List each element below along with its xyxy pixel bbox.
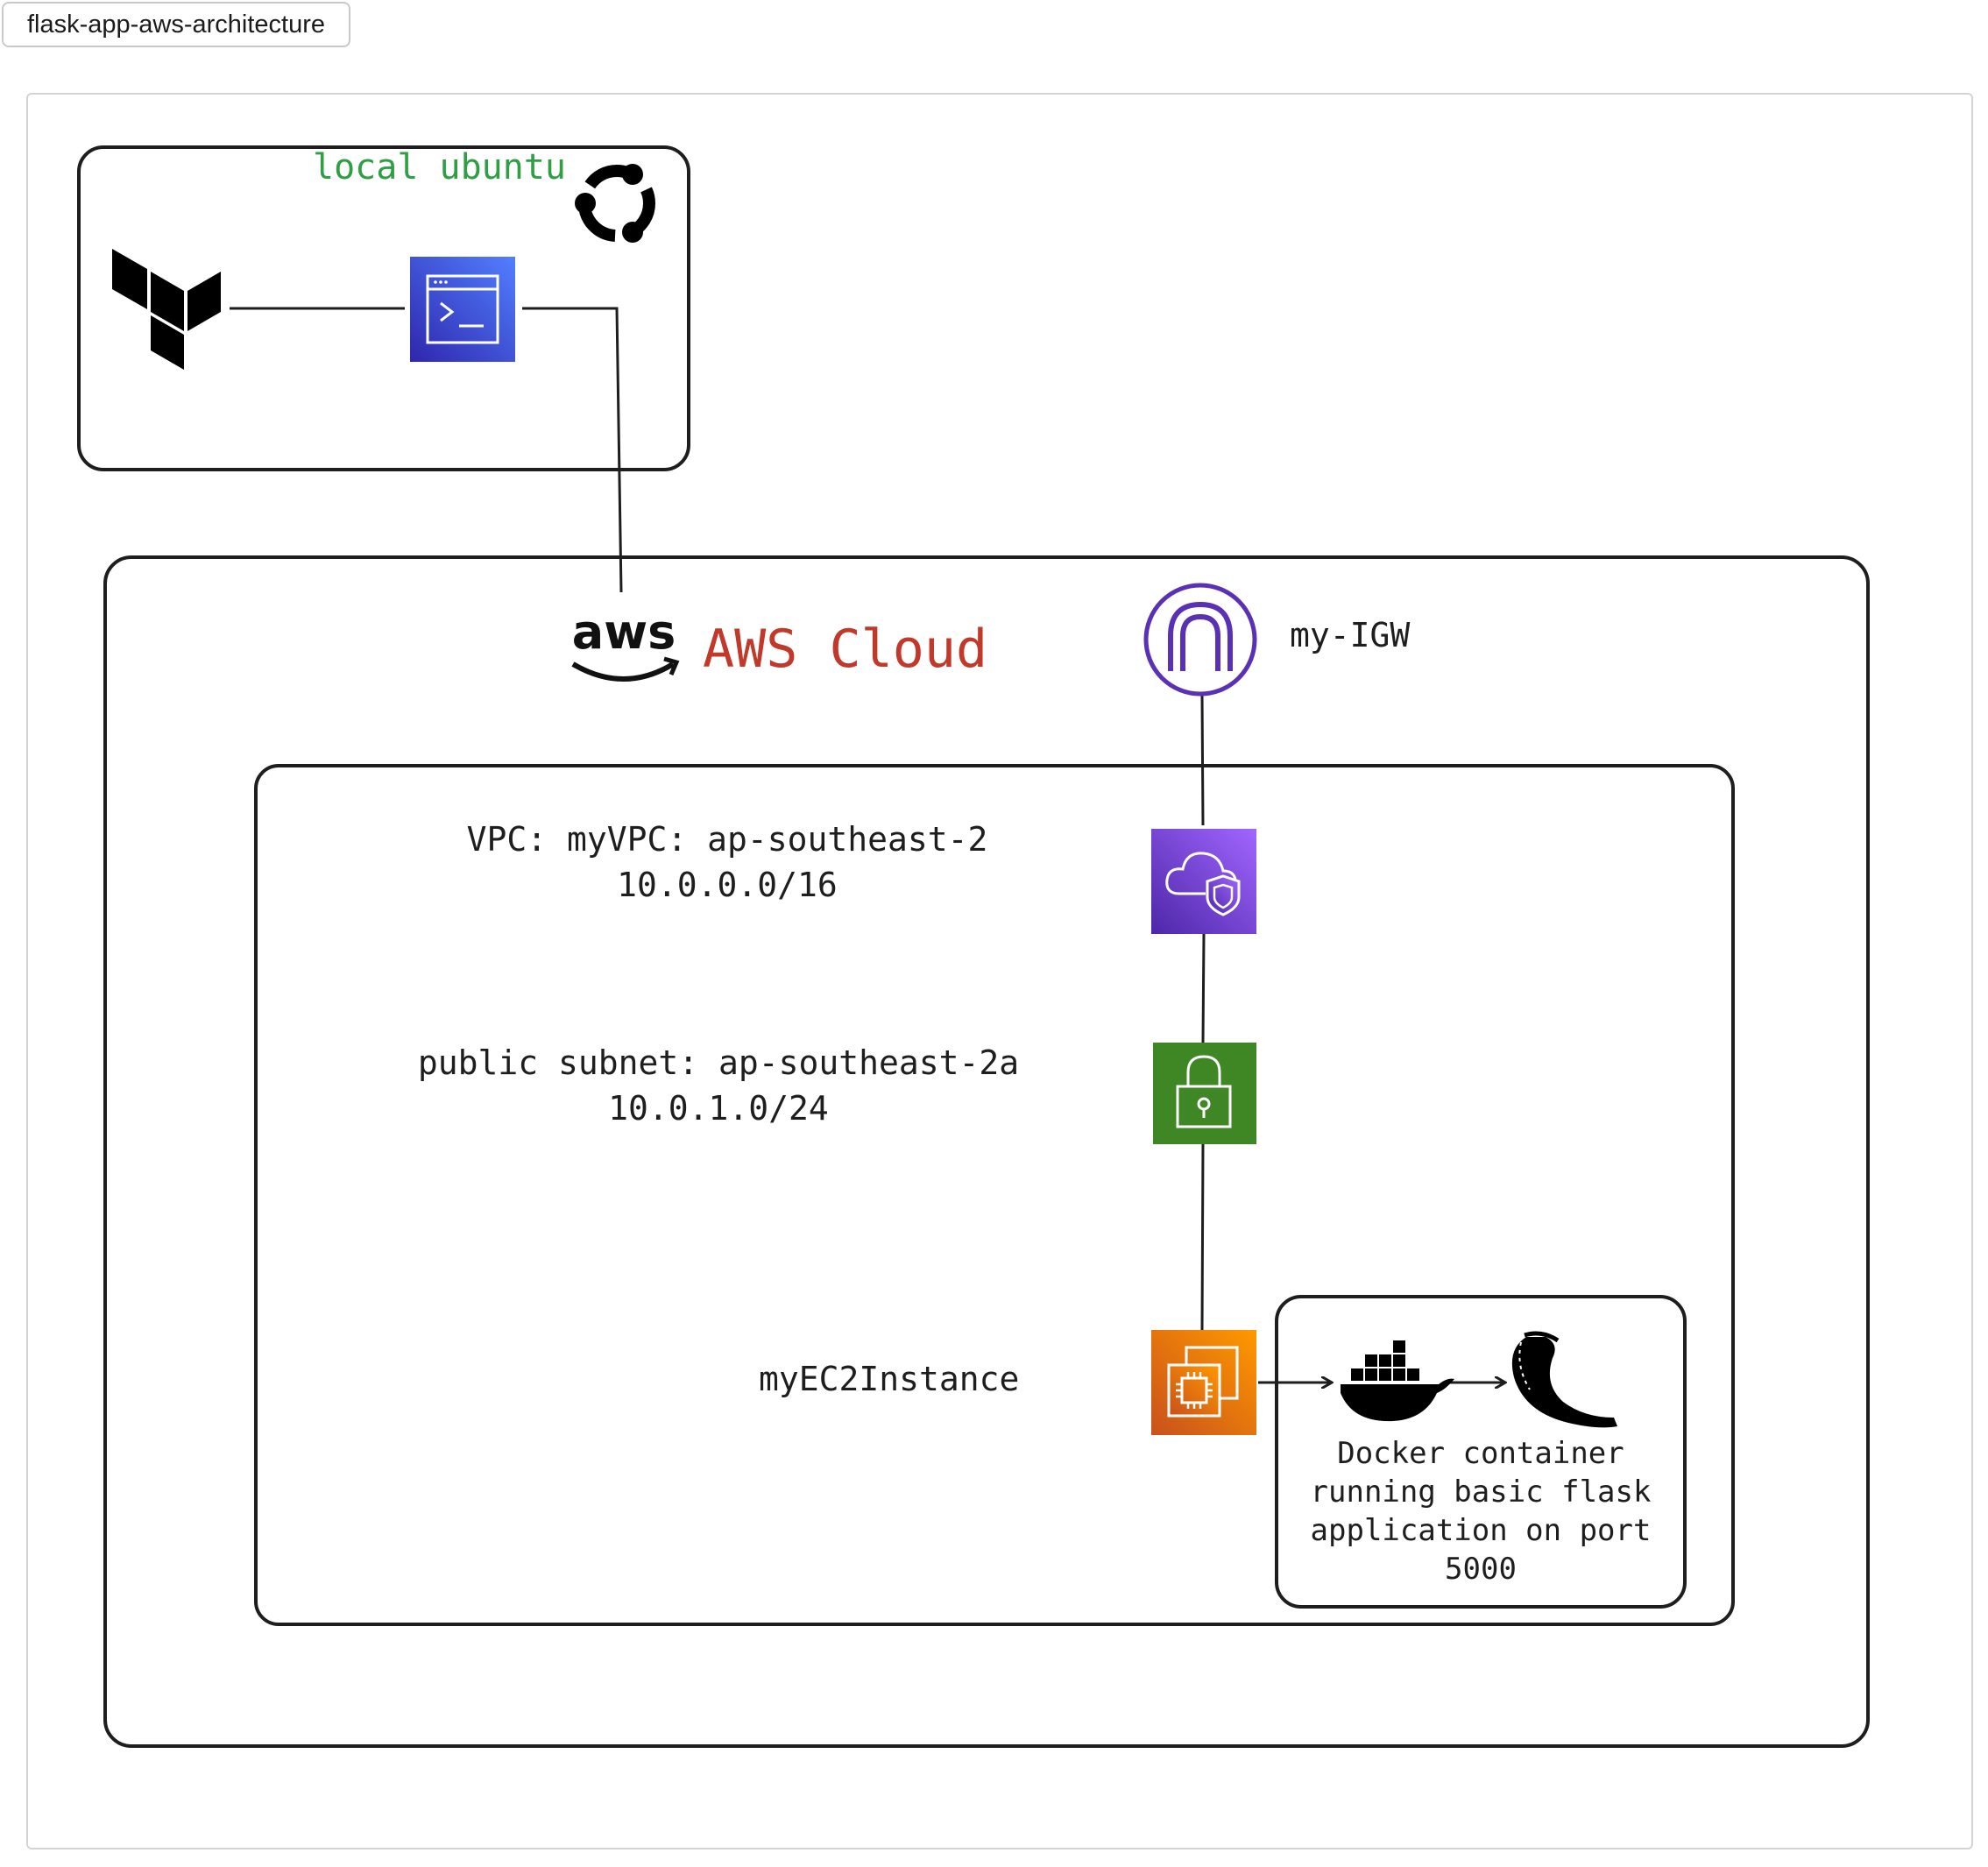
flask-icon[interactable] — [1511, 1331, 1617, 1428]
vpc-label-cidr: 10.0.0.0/16 — [617, 866, 838, 904]
vpc-icon[interactable] — [1151, 829, 1256, 934]
terraform-icon[interactable] — [112, 249, 221, 370]
docker-label-line2: running basic flask — [1310, 1475, 1652, 1510]
aws-cloud-title: AWS Cloud — [703, 619, 988, 680]
public-subnet-icon[interactable] — [1153, 1043, 1256, 1144]
vpc-label: VPC: myVPC: ap-southeast-2 10.0.0.0/16 — [403, 817, 1051, 908]
aws-logo-text: aws — [572, 605, 676, 660]
docker-container-box[interactable] — [1275, 1295, 1687, 1609]
subnet-label-line1: public subnet: ap-southeast-2a — [417, 1043, 1020, 1082]
docker-label-line3: application on port — [1310, 1513, 1652, 1548]
terminal-icon[interactable] — [410, 257, 515, 362]
docker-box-label: Docker container running basic flask app… — [1281, 1434, 1680, 1588]
aws-logo-icon[interactable]: aws — [571, 605, 680, 682]
connector-vpc-subnet[interactable] — [1201, 933, 1206, 1043]
subnet-label: public subnet: ap-southeast-2a 10.0.1.0/… — [386, 1040, 1051, 1131]
igw-label: my-IGW — [1290, 616, 1411, 654]
vpc-label-line1: VPC: myVPC: ap-southeast-2 — [466, 820, 988, 859]
local-ubuntu-label: local ubuntu — [313, 147, 566, 187]
aws-cloud-container[interactable] — [103, 555, 1870, 1748]
docker-icon[interactable] — [1341, 1340, 1454, 1422]
local-ubuntu-container[interactable] — [77, 145, 690, 471]
connector-terminal-aws[interactable] — [522, 307, 623, 593]
diagram-frame — [26, 93, 1973, 1849]
docker-label-line1: Docker container — [1337, 1436, 1624, 1471]
ec2-label: myEC2Instance — [759, 1360, 1020, 1398]
internet-gateway-icon[interactable] — [1143, 583, 1257, 697]
docker-label-line4: 5000 — [1445, 1552, 1517, 1587]
vpc-container[interactable] — [254, 764, 1735, 1626]
connector-igw-vpc[interactable] — [1200, 695, 1205, 826]
ubuntu-icon[interactable] — [575, 164, 655, 243]
frame-name-tag[interactable]: flask-app-aws-architecture — [2, 2, 350, 47]
connector-subnet-ec2[interactable] — [1200, 1143, 1205, 1331]
ec2-icon[interactable] — [1151, 1330, 1256, 1435]
subnet-label-cidr: 10.0.1.0/24 — [608, 1089, 829, 1128]
